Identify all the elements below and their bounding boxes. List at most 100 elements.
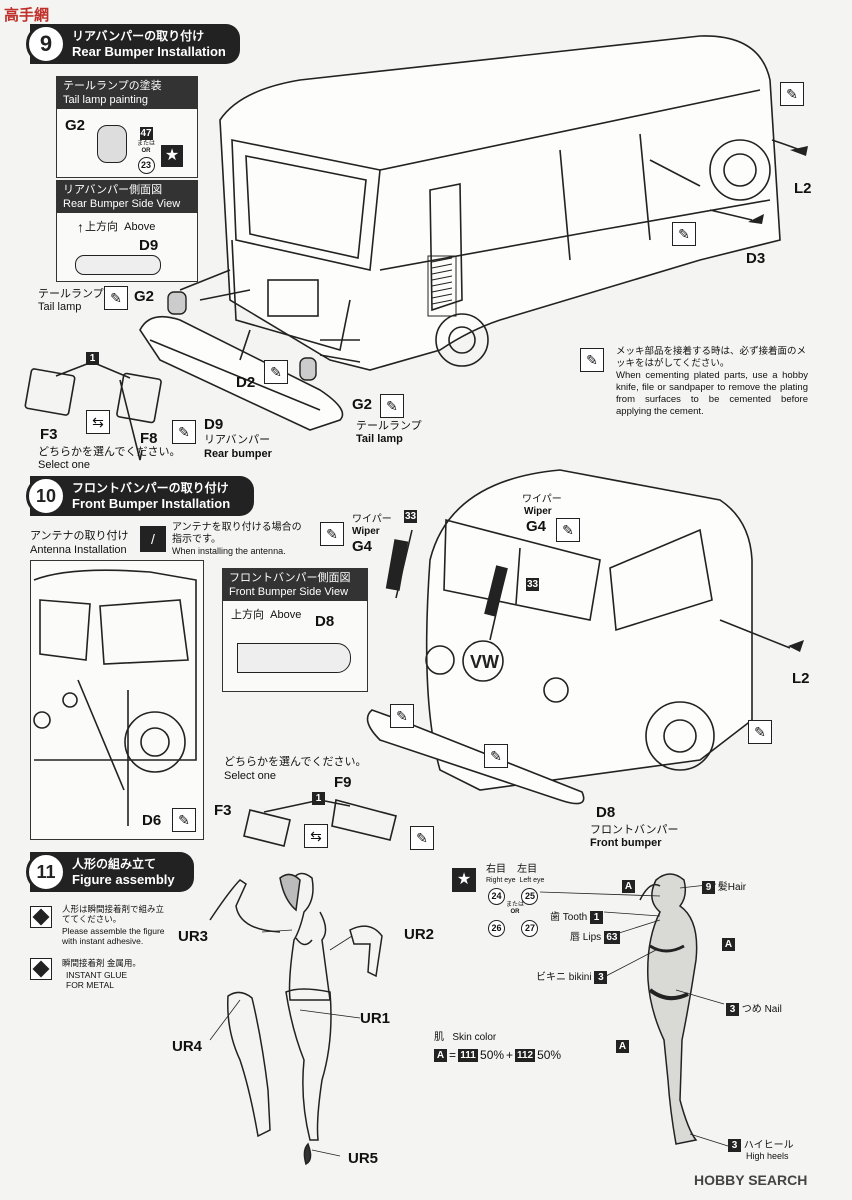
front-bumper-en: Front bumper xyxy=(590,837,662,849)
front-bumper-side-view-box: フロントバンパー側面図 Front Bumper Side View 上方向 A… xyxy=(222,568,368,692)
step-ref-1-front: 1 xyxy=(312,788,325,806)
wiper-right-jp: ワイパー xyxy=(522,494,562,505)
part-l2-front: L2 xyxy=(792,670,810,687)
heels-en: High heels xyxy=(746,1151,789,1161)
step11-header: 11 人形の組み立て Figure assembly xyxy=(26,852,194,892)
front-side-title-en: Front Bumper Side View xyxy=(229,586,349,598)
tail-box-title-en: Tail lamp painting xyxy=(63,94,148,106)
glue-diamond-icon xyxy=(30,906,52,928)
heels-callout: 3 ハイヒール xyxy=(728,1136,794,1152)
front-above-jp: 上方向 xyxy=(231,609,264,621)
skin-color-formula: A = 111 50% + 112 50% xyxy=(434,1048,561,1062)
color-code-23: 23 xyxy=(137,157,155,174)
skin-a-marker: A xyxy=(722,934,735,952)
cement-icon: ✎ xyxy=(172,420,196,444)
eye-color-27: 27 xyxy=(521,920,539,937)
select-one-front-jp: どちらかを選んでください。 xyxy=(224,756,367,768)
eye-labels-jp: 右目 左目 xyxy=(486,864,538,875)
tail-lamp-label-jp: テールランプ xyxy=(38,288,104,300)
eye-labels-en: Right eye Left eye xyxy=(486,877,545,884)
rear-side-part: D9 xyxy=(139,237,159,254)
part-f8: F8 xyxy=(140,430,158,447)
step9-header: 9 リアバンパーの取り付け Rear Bumper Installation xyxy=(26,24,240,64)
part-d8: D8 xyxy=(596,804,616,821)
antenna-note-en: When installing the antenna. xyxy=(172,546,286,556)
select-one-jp: どちらかを選んでください。 xyxy=(38,446,181,458)
select-one-front-en: Select one xyxy=(224,770,276,782)
color-code-47: 47 xyxy=(139,127,153,140)
part-d2: D2 xyxy=(236,374,256,391)
part-g4-right: G4 xyxy=(526,518,547,535)
tail-box-title-jp: テールランプの塗装 xyxy=(63,80,162,92)
step10-number: 10 xyxy=(26,476,66,516)
step11-number: 11 xyxy=(26,852,66,892)
antenna-note-jp: アンテナを取り付ける場合の指示です。 xyxy=(172,522,302,545)
tail-lamp-label-en: Tail lamp xyxy=(38,301,82,313)
rear-side-title-jp: リアバンパー側面図 xyxy=(63,184,163,196)
wiper-left-en: Wiper xyxy=(352,526,380,537)
cement-icon: ✎ xyxy=(104,286,128,310)
lips-callout: 唇 Lips 63 xyxy=(570,928,620,944)
front-side-title-jp: フロントバンパー側面図 xyxy=(229,572,351,584)
glue-note2-en: INSTANT GLUE FOR METAL xyxy=(66,970,128,990)
star-icon: ★ xyxy=(452,868,476,892)
rear-above-en: Above xyxy=(124,221,156,233)
step10-header: 10 フロントバンパーの取り付け Front Bumper Installati… xyxy=(26,476,254,516)
part-f3-front: F3 xyxy=(214,802,232,819)
tail-lamp-right-en: Tail lamp xyxy=(356,433,403,445)
antenna-detail-box xyxy=(30,560,204,840)
step-ref-1: 1 xyxy=(86,348,99,366)
skin-a-marker: A xyxy=(616,1036,629,1054)
step10-title-jp: フロントバンパーの取り付け xyxy=(72,481,229,495)
front-side-part: D8 xyxy=(315,613,335,630)
antenna-note-icon: / xyxy=(140,526,166,552)
svg-text:VW: VW xyxy=(470,652,499,672)
color-33-left: 33 xyxy=(404,510,417,523)
cement-icon: ✎ xyxy=(556,518,580,542)
choose-arrows-icon: ⇆ xyxy=(304,824,328,848)
part-g4-left: G4 xyxy=(352,538,373,555)
step11-title-en: Figure assembly xyxy=(72,872,175,887)
antenna-en: Antenna Installation xyxy=(30,544,127,556)
part-d6: D6 xyxy=(142,812,162,829)
step9-title-en: Rear Bumper Installation xyxy=(72,44,226,59)
cement-icon: ✎ xyxy=(410,826,434,850)
cement-icon: ✎ xyxy=(380,394,404,418)
front-above-en: Above xyxy=(270,609,302,621)
cement-icon: ✎ xyxy=(390,704,414,728)
part-ur3: UR3 xyxy=(178,928,209,945)
part-d9: D9 xyxy=(204,416,224,433)
cement-icon: ✎ xyxy=(580,348,604,372)
rear-above-jp: 上方向 xyxy=(85,221,118,233)
step11-title-jp: 人形の組み立て xyxy=(72,857,157,871)
step9-number: 9 xyxy=(26,24,66,64)
front-bumper-jp: フロントバンパー xyxy=(590,824,679,836)
tooth-callout: 歯 Tooth 1 xyxy=(550,908,604,924)
skin-color-label: 肌 Skin color xyxy=(434,1032,497,1043)
rear-bumper-side-view-box: リアバンパー側面図 Rear Bumper Side View 上方向 Abov… xyxy=(56,180,198,282)
star-icon: ★ xyxy=(161,145,183,167)
plated-note-en: When cementing plated parts, use a hobby… xyxy=(616,370,808,417)
up-arrow-icon: ↑ xyxy=(77,219,84,235)
part-d3: D3 xyxy=(746,250,766,267)
cement-icon: ✎ xyxy=(780,82,804,106)
cement-icon: ✎ xyxy=(172,808,196,832)
select-one-en: Select one xyxy=(38,459,90,471)
bikini-callout: ビキニ bikini 3 xyxy=(536,968,608,984)
part-f9: F9 xyxy=(334,774,352,791)
part-l2-rear: L2 xyxy=(794,180,812,197)
tail-lamp-right-jp: テールランプ xyxy=(356,420,422,432)
cement-icon: ✎ xyxy=(748,720,772,744)
rear-bumper-en: Rear bumper xyxy=(204,448,272,460)
step10-title-en: Front Bumper Installation xyxy=(72,496,231,511)
choose-arrows-icon: ⇆ xyxy=(86,410,110,434)
tail-lamp-painting-box: テールランプの塗装 Tail lamp painting G2 47 または O… xyxy=(56,76,198,178)
color-33-right: 33 xyxy=(526,578,539,591)
part-ur5: UR5 xyxy=(348,1150,379,1167)
brand-logo: 高手網 xyxy=(4,7,50,24)
eye-color-26: 26 xyxy=(488,920,505,937)
hobby-search-logo: HOBBY SEARCH xyxy=(694,1172,808,1188)
